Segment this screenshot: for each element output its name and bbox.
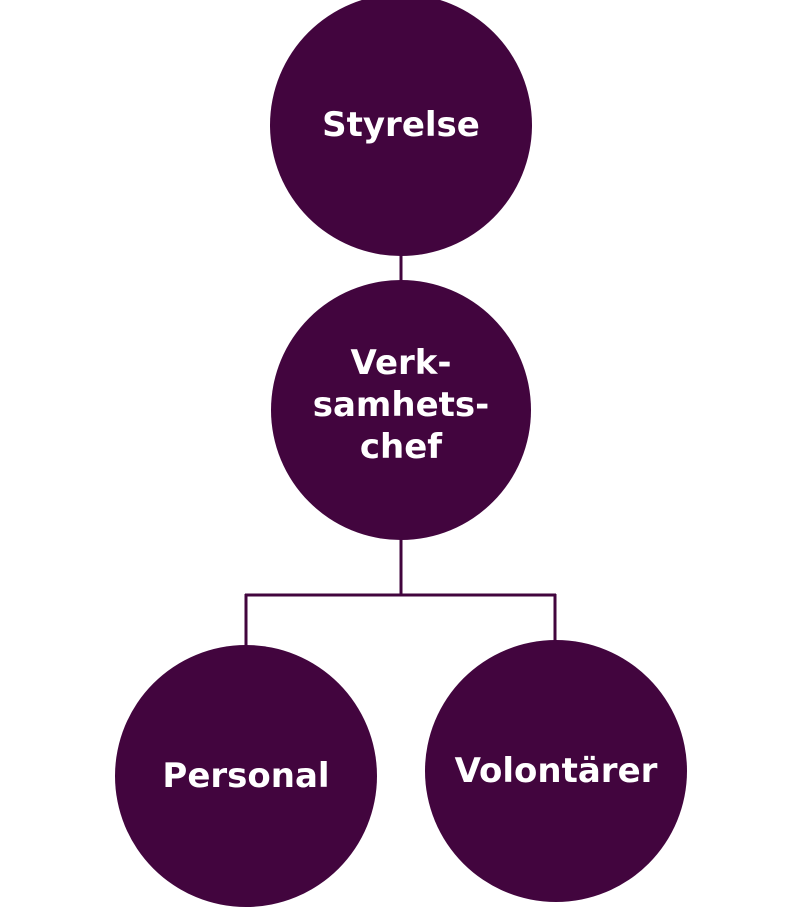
node-label: Volontärer xyxy=(454,751,658,791)
node-staff: Personal xyxy=(115,645,377,907)
node-volunteers: Volontärer xyxy=(425,640,687,902)
node-board: Styrelse xyxy=(270,0,532,256)
node-label: Verk- samhets- chef xyxy=(312,343,490,467)
node-label: Personal xyxy=(162,756,330,796)
node-label: Styrelse xyxy=(322,105,480,145)
node-manager: Verk- samhets- chef xyxy=(271,280,531,540)
